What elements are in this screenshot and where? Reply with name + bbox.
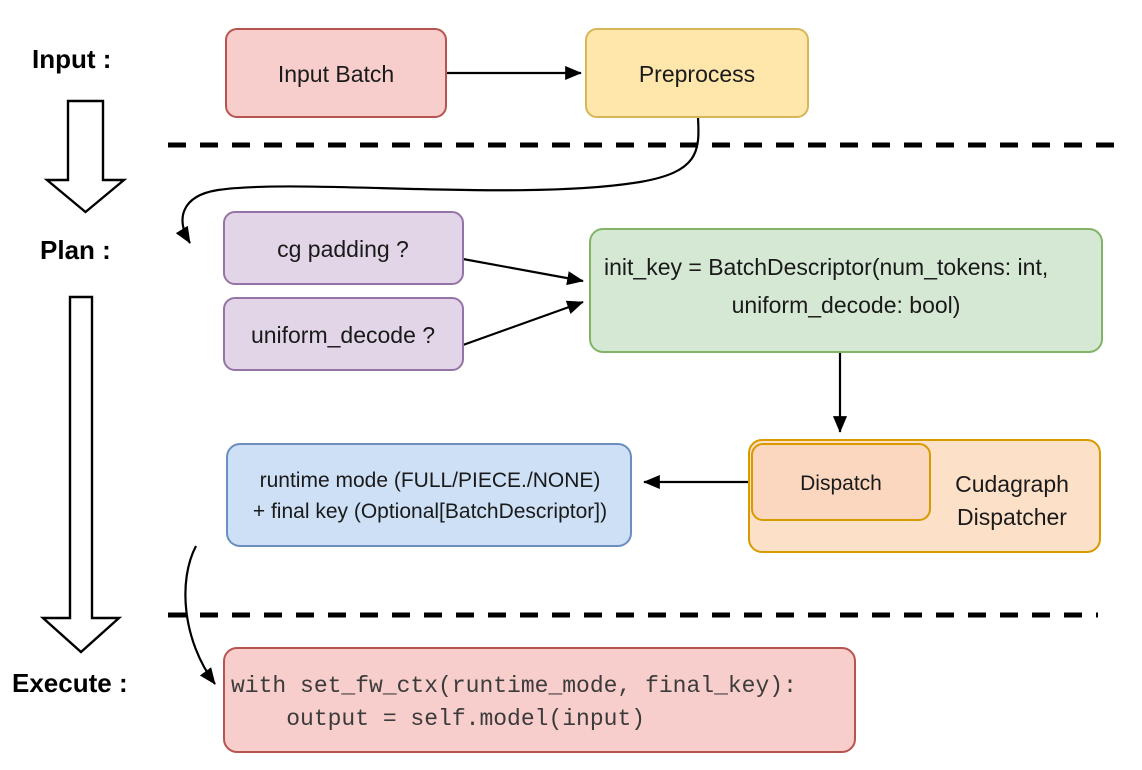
input-to-plan-arrow	[43, 99, 128, 214]
node-runtime-mode[interactable]: runtime mode (FULL/PIECE./NONE) + final …	[226, 443, 632, 547]
cudagraph-dispatcher-line-2: Dispatcher	[957, 504, 1067, 530]
cg-padding-label: cg padding ?	[277, 236, 409, 262]
init-key-line-2: uniform_decode: bool)	[732, 292, 961, 318]
node-execute-code[interactable]: with set_fw_ctx(runtime_mode, final_key)…	[223, 647, 856, 753]
execute-code-line-1: with set_fw_ctx(runtime_mode, final_key)…	[231, 673, 797, 699]
preprocess-label: Preprocess	[639, 61, 755, 87]
stage-label-execute: Execute :	[12, 668, 128, 698]
stage-label-plan: Plan :	[40, 235, 111, 265]
uniform-decode-label: uniform_decode ?	[251, 322, 435, 348]
node-dispatch[interactable]: Dispatch	[751, 443, 931, 521]
uniform-decode-box[interactable]	[223, 297, 464, 371]
runtime-mode-line-2: + final key (Optional[BatchDescriptor])	[253, 500, 607, 523]
node-init-key[interactable]: init_key = BatchDescriptor(num_tokens: i…	[589, 228, 1103, 353]
preprocess-box[interactable]	[585, 28, 809, 118]
input-batch-box[interactable]	[225, 28, 447, 118]
input-batch-label: Input Batch	[278, 61, 394, 87]
edge-preprocess-to-cg-padding	[175, 117, 700, 244]
dispatch-label: Dispatch	[800, 472, 882, 495]
execute-code-line-2: output = self.model(input)	[231, 706, 645, 732]
runtime-mode-box[interactable]	[226, 443, 632, 547]
dispatch-box[interactable]	[751, 443, 931, 521]
cudagraph-dispatcher-line-1: Cudagraph	[955, 471, 1069, 497]
runtime-mode-line-1: runtime mode (FULL/PIECE./NONE)	[260, 469, 601, 492]
init-key-line-1: init_key = BatchDescriptor(num_tokens: i…	[604, 254, 1048, 280]
node-uniform-decode[interactable]: uniform_decode ?	[223, 297, 464, 371]
plan-to-execute-arrow	[39, 295, 123, 654]
edge-uniform-decode-to-init-key	[462, 300, 584, 347]
stage-label-input: Input :	[32, 44, 111, 74]
node-input-batch[interactable]: Input Batch	[225, 28, 447, 118]
init-key-box[interactable]	[589, 228, 1103, 353]
cg-padding-box[interactable]	[223, 211, 464, 285]
edge-cg-padding-to-init-key	[462, 257, 584, 286]
node-cg-padding[interactable]: cg padding ?	[223, 211, 464, 285]
node-preprocess[interactable]: Preprocess	[585, 28, 809, 118]
edge-runtime-mode-to-execute-code	[184, 545, 216, 685]
execute-code-box[interactable]	[223, 647, 856, 753]
